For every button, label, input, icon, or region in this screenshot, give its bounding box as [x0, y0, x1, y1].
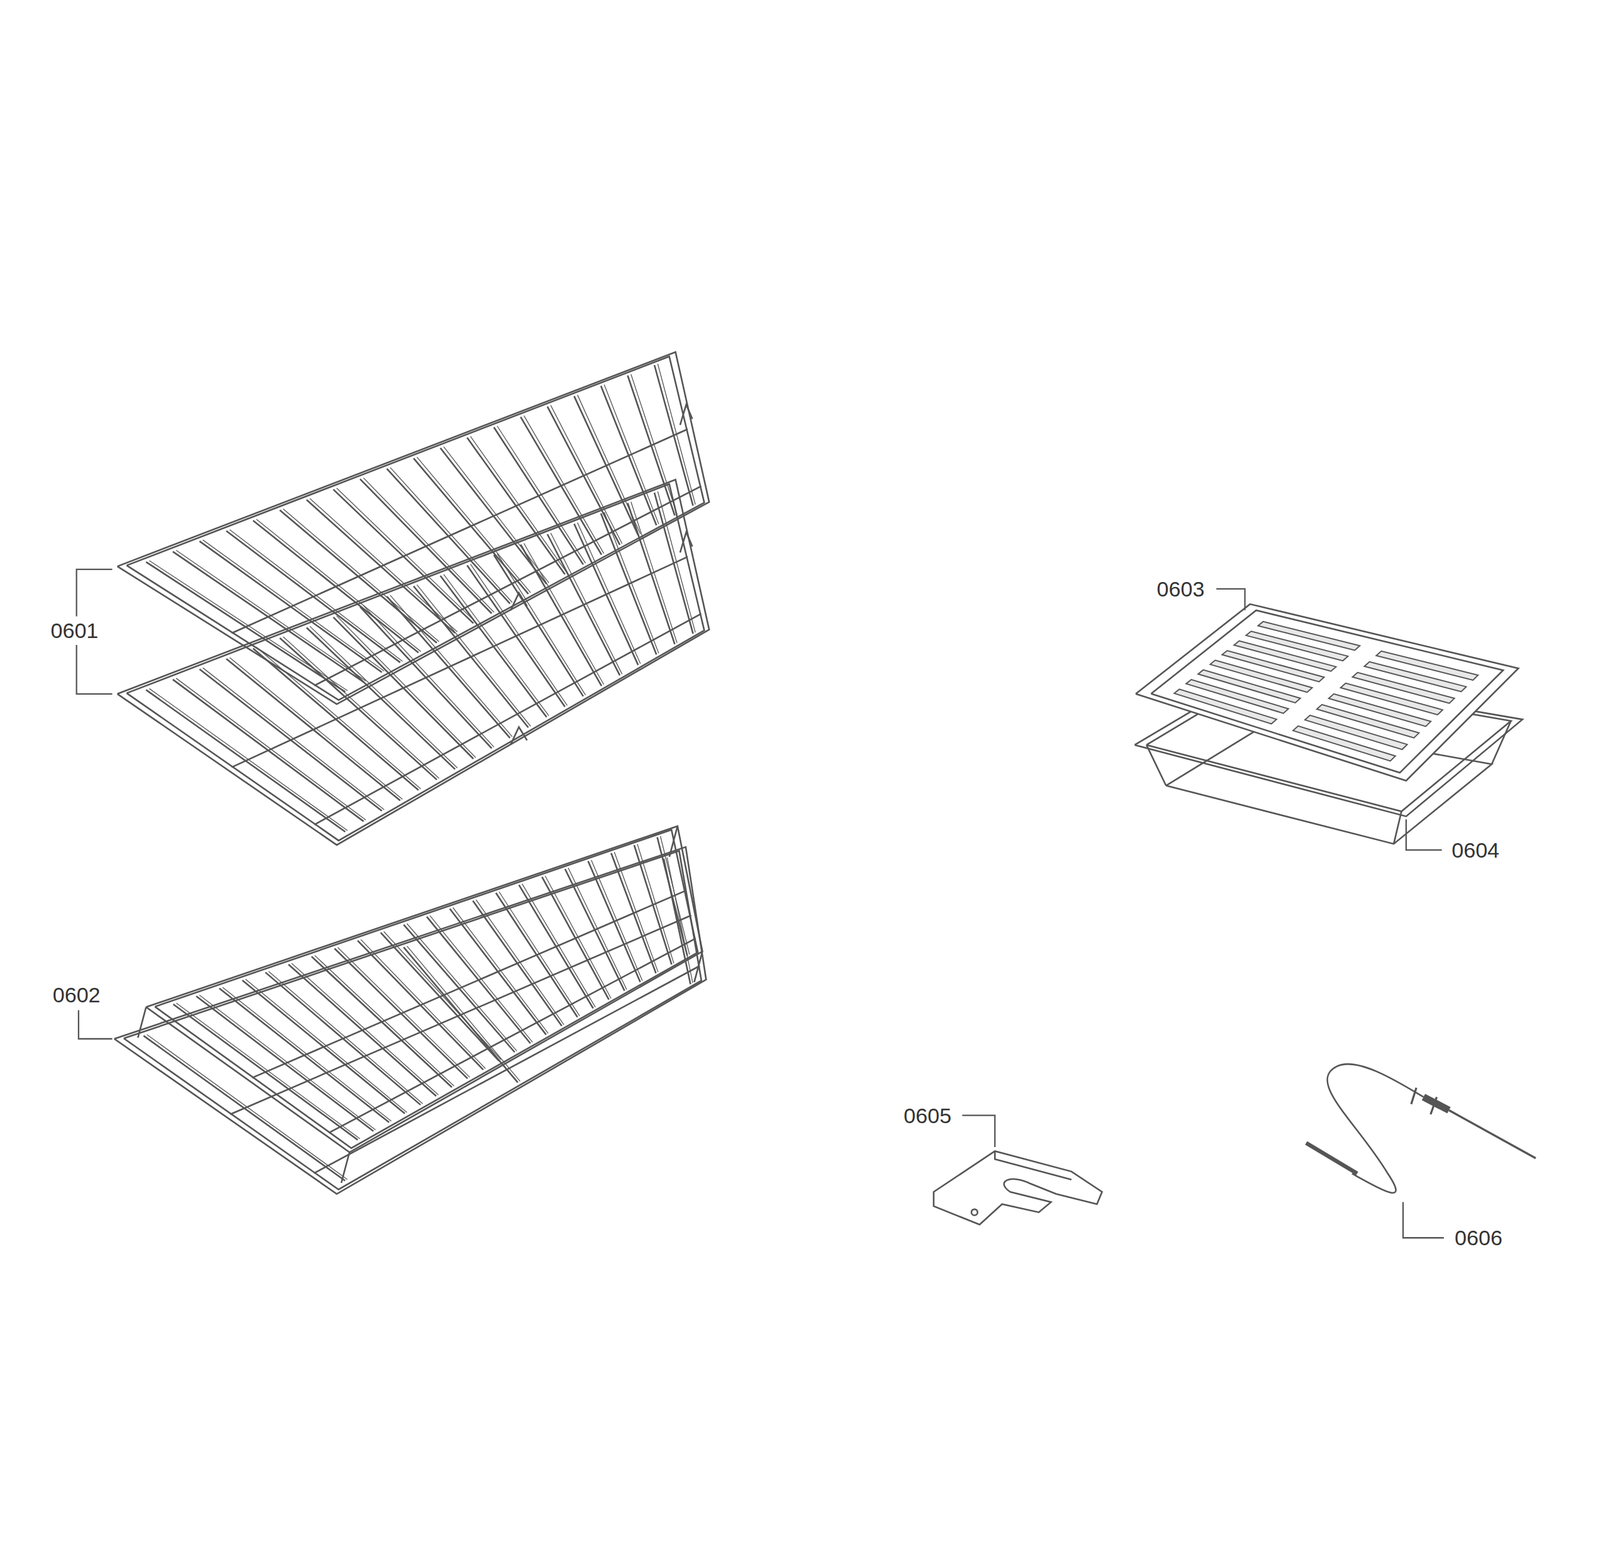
grille-rim [1135, 604, 1519, 781]
rack-frame-inner [126, 356, 705, 700]
rack-crossbar [314, 613, 702, 825]
callout-number: 0602 [51, 983, 102, 1007]
leader-line [78, 1010, 113, 1039]
callout-number: 0606 [1453, 1226, 1504, 1250]
leader-lines [76, 569, 1444, 1238]
rack-frame-inner [154, 829, 698, 1149]
leader-line [1403, 1201, 1444, 1238]
grille-rim-inner [1151, 610, 1504, 773]
rack-frame [117, 352, 710, 705]
callout-number: 0601 [49, 619, 100, 643]
leader-line [962, 1115, 995, 1147]
meat-probe [1306, 1063, 1536, 1193]
rack-crossbar [313, 965, 700, 1174]
rack-frame [145, 826, 703, 1153]
probe-plug [1306, 1142, 1358, 1174]
rack-notch [680, 532, 693, 553]
callout-number: 0603 [1155, 576, 1206, 601]
grille-slot [1364, 661, 1466, 693]
pan-wall [1491, 721, 1512, 765]
bracket-flange [994, 1150, 1072, 1180]
broiler-grille [1135, 604, 1519, 781]
rack-crossbar [329, 938, 696, 1133]
bracket-hole [971, 1209, 978, 1216]
rack-frame-inner [123, 850, 702, 1190]
rack-frame [114, 846, 707, 1194]
leader-line [1216, 588, 1245, 611]
probe-needle [1448, 1110, 1536, 1159]
rack-bracket [933, 1150, 1103, 1225]
rack-crossbar [314, 486, 702, 686]
rack-crossbar [230, 915, 692, 1115]
pan-wall [1146, 744, 1166, 786]
rack-slide-post [341, 1152, 350, 1183]
callout-number: 0605 [902, 1103, 953, 1127]
bracket-plate [933, 1150, 1103, 1225]
rack-crossbar [231, 429, 688, 633]
grille-slot [1257, 621, 1360, 650]
rack-crossbar [252, 890, 686, 1078]
probe-cable [1327, 1063, 1424, 1193]
oven-rack [117, 352, 710, 705]
rack-notch [680, 404, 693, 425]
rolling-rack [145, 826, 703, 1153]
grille-slot [1376, 651, 1478, 681]
callout-number: 0604 [1450, 838, 1501, 862]
rack-notch [510, 727, 528, 745]
rack-base-frame [114, 846, 707, 1194]
probe-collar [1411, 1087, 1438, 1115]
leader-line [1406, 819, 1443, 851]
rack-slide-post [137, 1007, 146, 1039]
rack-notch [510, 592, 528, 611]
rack-slide-post [669, 826, 678, 857]
pan-wall [1393, 811, 1402, 844]
rack-slide-post [693, 951, 703, 983]
